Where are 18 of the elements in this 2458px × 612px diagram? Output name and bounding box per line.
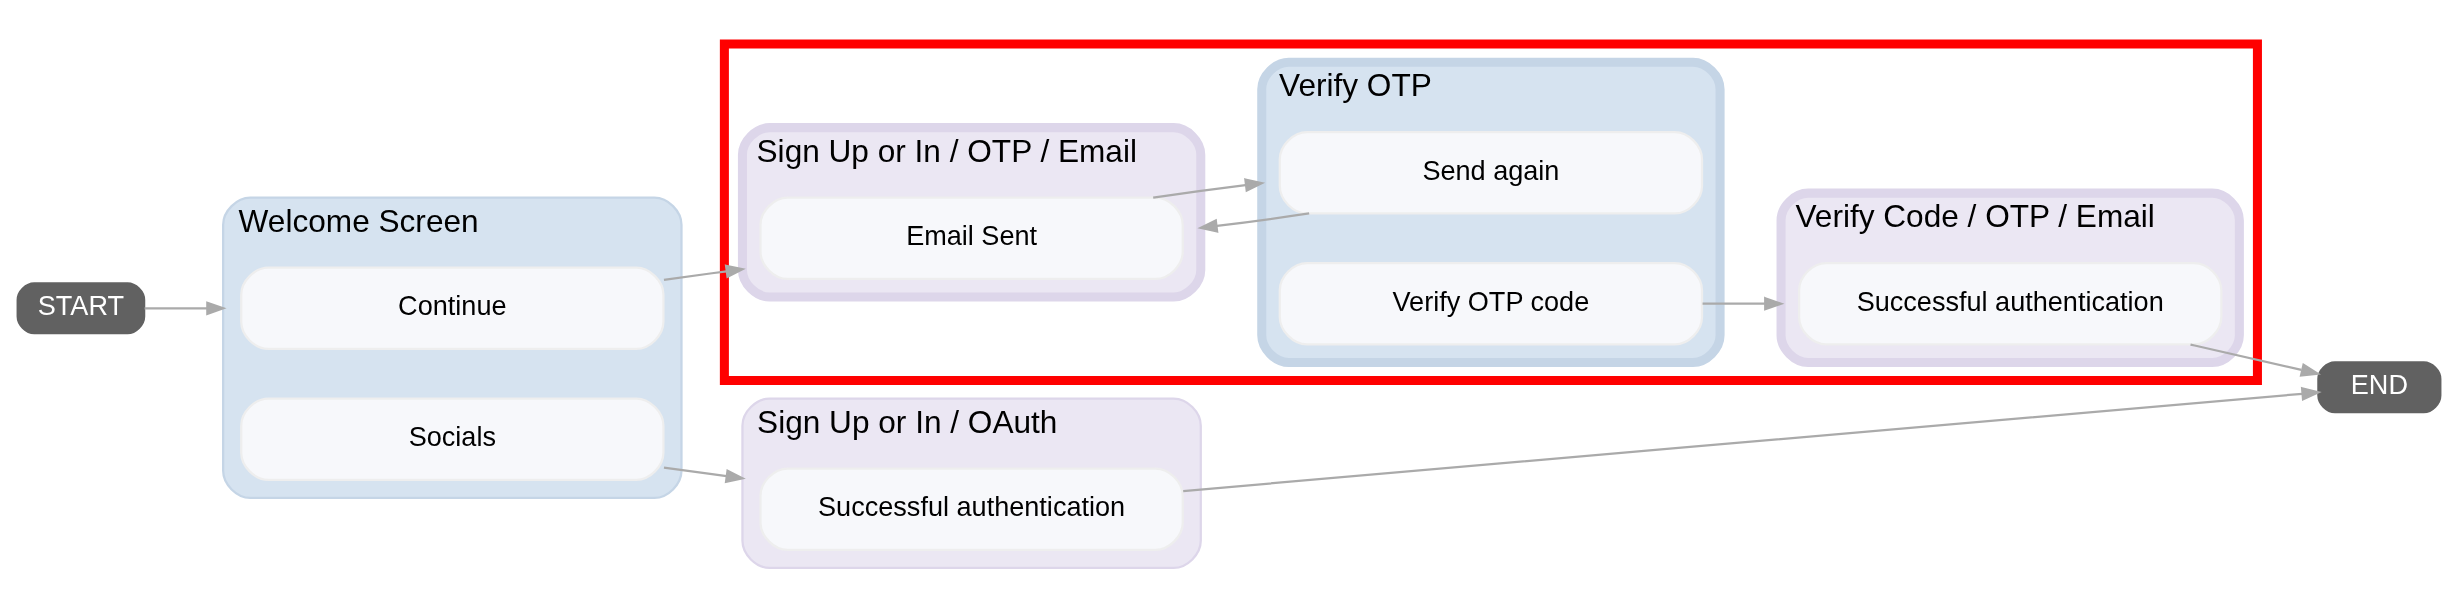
node-box: Verify OTP code [1278,261,1704,346]
node-box: Send again [1278,131,1704,215]
node-box: Successful authentication [759,467,1184,551]
arrow [663,466,746,484]
arrow [2190,343,2322,377]
node-box: Socials [240,397,665,481]
arrow [1153,178,1266,199]
node-box: Continue [240,266,665,351]
node-box: END [2317,361,2442,414]
node-box: Email Sent [759,196,1184,281]
node-box: Successful authentication [1797,261,2223,346]
arrow [144,301,227,316]
arrow [1183,386,2322,493]
cluster [719,39,2262,386]
arrow [1197,212,1310,233]
node-box: START [16,282,146,335]
arrow [663,264,746,281]
arrow [1702,296,1785,311]
